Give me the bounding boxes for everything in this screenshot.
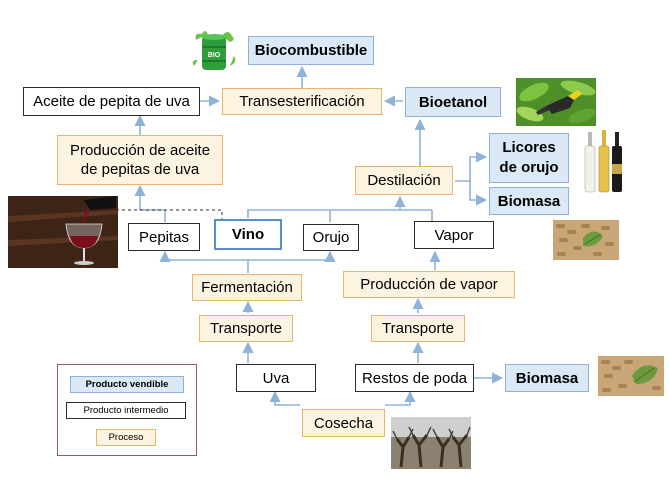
node-produccion-vapor: Producción de vapor (343, 271, 515, 298)
node-cosecha: Cosecha (302, 409, 385, 437)
node-vino: Vino (214, 219, 282, 250)
biomass-pellets-image-2 (598, 356, 664, 396)
node-biomasa-poda: Biomasa (505, 364, 589, 392)
node-bioetanol: Bioetanol (405, 87, 501, 117)
node-uva: Uva (236, 364, 316, 392)
biofuel-barrel-image: BIO (190, 26, 238, 74)
fuel-nozzle-image (516, 78, 596, 126)
node-biomasa-destilacion: Biomasa (489, 187, 569, 215)
legend-producto-intermedio: Producto intermedio (66, 402, 186, 419)
node-orujo: Orujo (303, 224, 359, 251)
liqueur-bottles-image (582, 128, 626, 196)
node-fermentacion: Fermentación (192, 274, 302, 301)
node-licores-orujo: Licores de orujo (489, 133, 569, 183)
node-transporte-uva: Transporte (199, 315, 293, 342)
barrel-label: BIO (208, 52, 221, 59)
legend-producto-vendible: Producto vendible (70, 376, 184, 393)
node-vapor: Vapor (414, 221, 494, 249)
wine-pouring-image (8, 196, 118, 268)
vineyard-image (391, 417, 471, 469)
node-pepitas: Pepitas (128, 223, 200, 251)
legend: Producto vendible Producto intermedio Pr… (57, 364, 197, 456)
node-biocombustible: Biocombustible (248, 36, 374, 65)
node-aceite-pepita: Aceite de pepita de uva (23, 87, 200, 116)
node-produccion-aceite: Producción de aceite de pepitas de uva (57, 135, 223, 185)
node-transporte-poda: Transporte (371, 315, 465, 342)
node-restos-poda: Restos de poda (355, 364, 474, 392)
node-transesterificacion: Transesterificación (222, 88, 382, 115)
node-destilacion: Destilación (355, 166, 453, 195)
biomass-pellets-image (553, 220, 619, 260)
legend-proceso: Proceso (96, 429, 156, 446)
